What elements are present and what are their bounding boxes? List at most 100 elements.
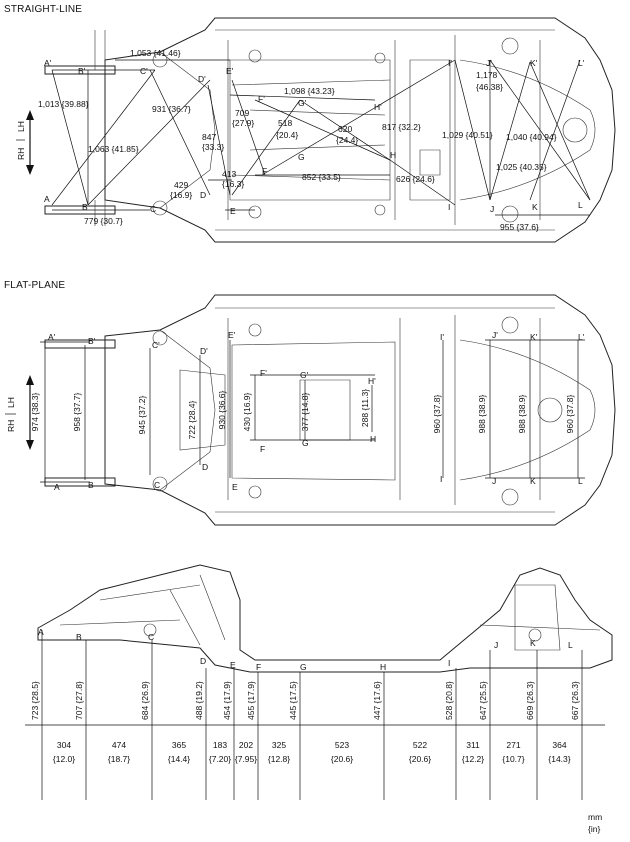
point-label: H	[390, 150, 396, 160]
span-inch-label: {12.8}	[268, 754, 290, 764]
lh-label-mid: LH	[6, 397, 16, 408]
flat-dimension-label: 930 {36.6}	[217, 390, 227, 429]
straight-dimension-label: 779 {30.7}	[84, 216, 123, 226]
side-view: 723 {28.5}707 {27.8}684 {26.9}488 {19.2}…	[25, 564, 613, 800]
straight-dimension-label: 955 {37.6}	[500, 222, 539, 232]
straight-line-dimension-labels: 1,053 {41.46}1,013 {39.88}931 {36.7}1,06…	[38, 48, 557, 232]
height-dimension-label: 454 {17.9}	[222, 681, 232, 720]
span-inch-label: {18.7}	[108, 754, 130, 764]
point-label: F'	[260, 368, 267, 378]
flat-dimension-label: 988 {38.9}	[477, 394, 487, 433]
span-inch-label: {7.95}	[235, 754, 257, 764]
rh-lh-arrow-mid	[26, 375, 34, 450]
point-label: C'	[140, 66, 148, 76]
straight-dimension-label: 620	[338, 124, 352, 134]
span-dimension-labels: 304{12.0}474{18.7}365{14.4}183{7.20}202{…	[53, 740, 571, 764]
straight-dimension-label: {20.4}	[276, 130, 298, 140]
point-label: G'	[298, 98, 307, 108]
span-inch-label: {20.6}	[409, 754, 431, 764]
point-label: G	[302, 438, 309, 448]
point-label: J	[494, 640, 498, 650]
point-label: B'	[88, 336, 96, 346]
point-label: K	[530, 476, 536, 486]
height-dimension-label: 707 {27.8}	[74, 681, 84, 720]
underbody-outline-top	[104, 17, 616, 243]
span-value-label: 474	[112, 740, 126, 750]
point-label: I	[440, 474, 442, 484]
point-label: A	[54, 482, 60, 492]
point-label: E'	[228, 330, 236, 340]
point-label: B	[82, 202, 88, 212]
point-label: L'	[578, 332, 585, 342]
flat-dimension-label: 960 {37.8}	[432, 394, 442, 433]
point-label: L	[578, 476, 583, 486]
straight-line-dimensions	[51, 59, 591, 216]
straight-dimension-label: {46.38}	[476, 82, 503, 92]
flat-dimension-label: 430 {16.9}	[242, 392, 252, 431]
span-inch-label: {12.0}	[53, 754, 75, 764]
units-in: {in}	[588, 824, 600, 834]
straight-dimension-label: 852 {33.5}	[302, 172, 341, 182]
span-value-label: 311	[466, 740, 480, 750]
point-label: I'	[440, 332, 444, 342]
section-title-straight-line: STRAIGHT-LINE	[4, 4, 83, 15]
straight-dimension-label: 1,025 {40.35}	[496, 162, 547, 172]
point-label: E	[230, 206, 236, 216]
height-dimension-label: 455 {17.9}	[246, 681, 256, 720]
point-label: G'	[300, 370, 309, 380]
point-label: C	[150, 204, 156, 214]
side-dimension-lines	[41, 630, 583, 800]
height-dimension-label: 488 {19.2}	[194, 681, 204, 720]
flat-plane-view: RH LH 974 {38.3}958 {37.7}945 {37.2}722 …	[5, 294, 616, 526]
point-label: C'	[152, 340, 160, 350]
straight-dimension-label: 1,053 {41.46}	[130, 48, 181, 58]
straight-dimension-label: 1,063 {41.85}	[88, 144, 139, 154]
span-value-label: 325	[272, 740, 286, 750]
point-label: H	[380, 662, 386, 672]
point-label: H'	[374, 102, 382, 112]
point-label: G	[298, 152, 305, 162]
span-value-label: 522	[413, 740, 427, 750]
flat-dimension-label: 988 {38.9}	[517, 394, 527, 433]
straight-dimension-label: 1,098 {43.23}	[284, 86, 335, 96]
point-label: K'	[530, 58, 538, 68]
span-inch-label: {20.6}	[331, 754, 353, 764]
side-body-outline	[37, 564, 613, 673]
span-value-label: 271	[506, 740, 520, 750]
point-label: L	[578, 200, 583, 210]
span-value-label: 304	[57, 740, 71, 750]
straight-dimension-label: {16.9}	[170, 190, 192, 200]
span-value-label: 365	[172, 740, 186, 750]
point-label: K'	[530, 332, 538, 342]
span-inch-label: {12.2}	[462, 754, 484, 764]
point-label: F	[256, 662, 261, 672]
height-dimension-label: 528 {20.8}	[444, 681, 454, 720]
point-label: I	[448, 658, 450, 668]
span-inch-label: {10.7}	[502, 754, 524, 764]
height-dimension-label: 723 {28.5}	[30, 681, 40, 720]
point-label: I	[448, 202, 450, 212]
rh-label-top: RH	[16, 148, 26, 160]
straight-dimension-label: 1,178	[476, 70, 498, 80]
point-label: A'	[48, 332, 56, 342]
straight-dimension-label: 709	[235, 108, 249, 118]
point-label: B	[76, 632, 82, 642]
point-label: J	[490, 204, 494, 214]
straight-dimension-label: 931 {36.7}	[152, 104, 191, 114]
straight-line-view: RH L H 1,053 {41.46}1,013 {39.88}931 {36.…	[16, 17, 616, 243]
rh-label-mid: RH	[6, 420, 16, 432]
straight-dimension-label: 429	[174, 180, 188, 190]
flat-plane-dimension-labels: 974 {38.3}958 {37.7}945 {37.2}722 {28.4}…	[30, 389, 575, 440]
flat-plane-dimensions	[40, 339, 585, 483]
point-label: L	[568, 640, 573, 650]
span-value-label: 523	[335, 740, 349, 750]
straight-dimension-label: 1,040 {40.94}	[506, 132, 557, 142]
point-label: E	[230, 660, 236, 670]
point-label: E	[232, 482, 238, 492]
height-dimension-label: 647 {25.5}	[478, 681, 488, 720]
point-label: L'	[578, 58, 585, 68]
flat-dimension-label: 960 {37.8}	[565, 394, 575, 433]
point-label: D'	[198, 74, 206, 84]
